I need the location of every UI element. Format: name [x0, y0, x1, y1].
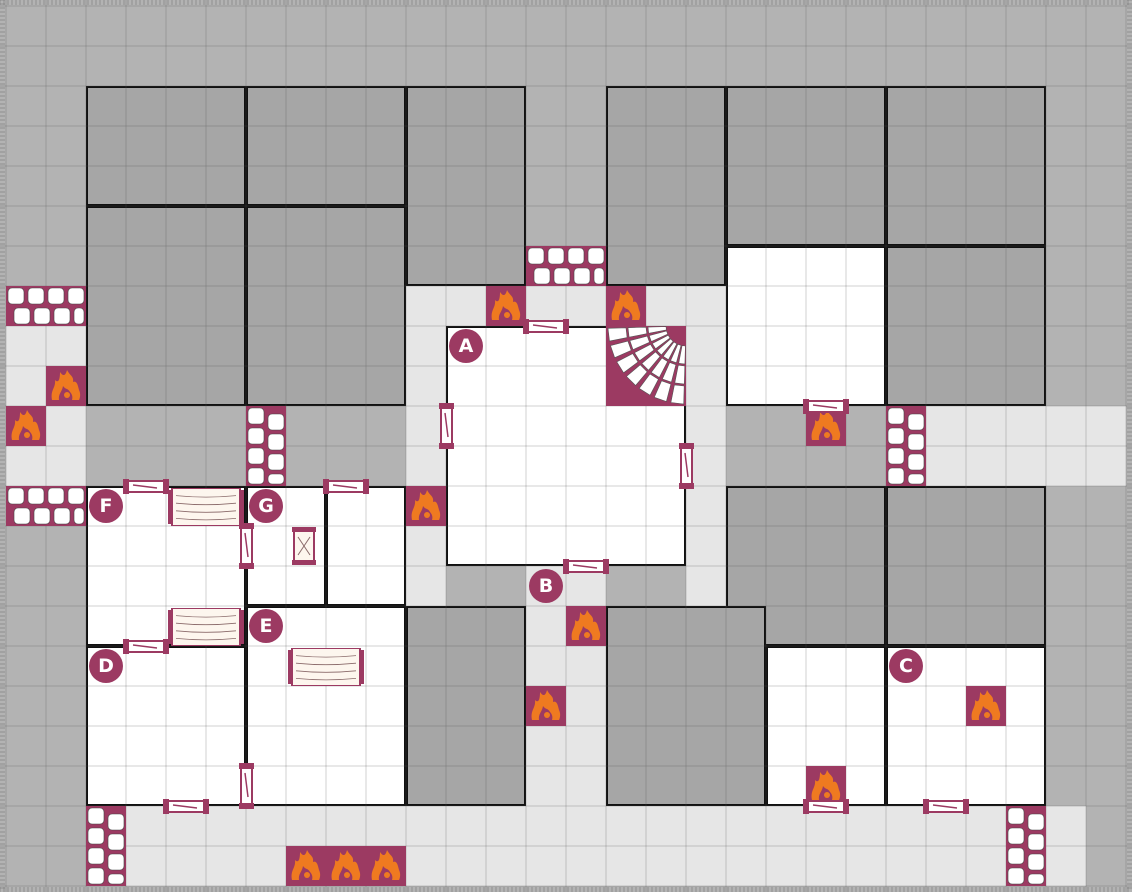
fire-hazard-icon[interactable]	[606, 286, 646, 326]
fire-hazard-icon[interactable]	[406, 486, 446, 526]
solid-wall-block	[406, 86, 526, 286]
door-icon[interactable]	[923, 796, 969, 816]
door-icon[interactable]	[323, 476, 369, 496]
door-icon[interactable]	[236, 523, 256, 569]
solid-wall-block	[886, 86, 1046, 246]
wooden-table-icon[interactable]	[288, 648, 364, 686]
stone-rubble-icon	[526, 246, 606, 286]
stone-rubble-icon	[86, 806, 126, 886]
room-g2-floor	[326, 486, 406, 606]
room-label-c[interactable]: C	[889, 649, 923, 683]
stone-rubble-icon	[246, 406, 286, 486]
solid-wall-block	[886, 486, 1046, 646]
stone-rubble-icon	[6, 286, 86, 326]
door-icon[interactable]	[123, 636, 169, 656]
room-label-d[interactable]: D	[89, 649, 123, 683]
solid-wall-block	[406, 606, 526, 806]
fire-hazard-icon[interactable]	[566, 606, 606, 646]
fire-hazard-icon[interactable]	[526, 686, 566, 726]
stone-rubble-icon	[886, 406, 926, 486]
solid-wall-block	[246, 86, 406, 206]
room-label-b[interactable]: B	[529, 569, 563, 603]
fire-hazard-icon[interactable]	[486, 286, 526, 326]
solid-wall-block	[726, 86, 886, 246]
staircase-icon[interactable]	[606, 326, 686, 406]
fire-hazard-icon[interactable]	[966, 686, 1006, 726]
solid-wall-block	[606, 86, 726, 286]
solid-wall-block	[606, 606, 766, 806]
room-label-e[interactable]: E	[249, 609, 283, 643]
corridor-floor	[1046, 806, 1086, 886]
solid-wall-block	[86, 206, 246, 406]
stone-rubble-icon	[6, 486, 86, 526]
fire-hazard-icon[interactable]	[286, 846, 326, 886]
door-icon[interactable]	[676, 443, 696, 489]
stone-rubble-icon	[1006, 806, 1046, 886]
fire-hazard-icon[interactable]	[326, 846, 366, 886]
room-label-a[interactable]: A	[449, 329, 483, 363]
wooden-table-icon[interactable]	[168, 488, 244, 526]
solid-wall-block	[886, 246, 1046, 406]
door-icon[interactable]	[803, 396, 849, 416]
room-label-f[interactable]: F	[89, 489, 123, 523]
fire-hazard-icon[interactable]	[46, 366, 86, 406]
solid-wall-block	[86, 86, 246, 206]
door-icon[interactable]	[523, 316, 569, 336]
door-icon[interactable]	[563, 556, 609, 576]
door-icon[interactable]	[236, 763, 256, 809]
corridor-floor	[6, 446, 86, 486]
room-label-g[interactable]: G	[249, 489, 283, 523]
fire-hazard-icon[interactable]	[366, 846, 406, 886]
solid-wall-block	[246, 206, 406, 406]
corridor-floor	[86, 806, 1046, 886]
wooden-table-icon[interactable]	[168, 608, 244, 646]
door-icon[interactable]	[803, 796, 849, 816]
door-icon[interactable]	[163, 796, 209, 816]
door-icon[interactable]	[436, 403, 456, 449]
door-icon[interactable]	[123, 476, 169, 496]
fire-hazard-icon[interactable]	[6, 406, 46, 446]
fire-hazard-icon[interactable]	[806, 766, 846, 806]
room-ne-floor	[726, 246, 886, 406]
crate-icon[interactable]	[292, 527, 316, 565]
